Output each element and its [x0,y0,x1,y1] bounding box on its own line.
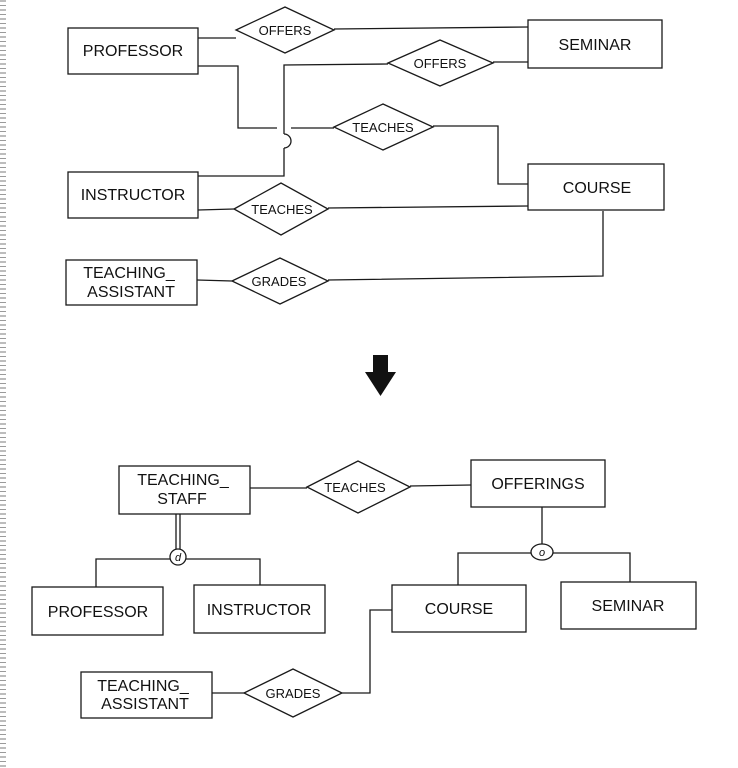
entity-label: INSTRUCTOR [207,602,312,619]
line-ta-grades [196,279,233,282]
relationship-teaches-1: TEACHES [332,103,435,151]
relationship-label: OFFERS [414,56,467,71]
line-instructor-offers2 [283,63,389,134]
line-grades-course [342,609,392,694]
relationship-grades: GRADES [242,668,344,718]
entity-seminar: SEMINAR [560,581,697,630]
entity-teaching-assistant: TEACHING_ ASSISTANT [65,259,198,306]
relationship-grades: GRADES [230,257,330,305]
line-teaches-offerings [409,484,472,487]
entity-teaching-assistant: TEACHING_ ASSISTANT [80,671,213,719]
relationship-teaches: TEACHES [305,460,412,514]
entity-label: PROFESSOR [83,43,183,60]
entity-label-line1: TEACHING_ [83,265,176,282]
relationship-teaches-2: TEACHES [232,182,330,236]
line-spec-course [457,552,533,585]
entity-offerings: OFFERINGS [470,459,606,508]
entity-label: SEMINAR [559,37,632,54]
entity-professor: PROFESSOR [31,586,164,636]
relationship-label: OFFERS [259,23,312,38]
overlap-marker: o [530,543,554,561]
entity-course: COURSE [527,163,665,211]
entity-instructor: INSTRUCTOR [193,584,326,634]
entity-label-line2: STAFF [157,491,207,508]
entity-label-line1: TEACHING_ [97,678,190,695]
line-spec-professor [95,558,170,587]
entity-course: COURSE [391,584,527,633]
entity-seminar: SEMINAR [527,19,663,69]
disjoint-marker: d [169,548,187,566]
relationship-offers-2: OFFERS [386,39,495,87]
line-professor-teaches-a [198,65,277,129]
top-connectors [196,26,604,282]
line-teaches2-course [327,205,529,209]
relationship-label: TEACHES [251,202,313,217]
entity-label: COURSE [425,601,493,618]
entity-label: PROFESSOR [48,604,148,621]
entity-label-line1: TEACHING_ [137,472,230,489]
relationship-offers-1: OFFERS [234,6,336,54]
down-arrow-icon [365,355,396,396]
entity-label: SEMINAR [592,598,665,615]
line-spec-seminar [551,552,631,582]
line-offers-seminar [333,26,529,30]
line-spec-instructor [186,558,261,585]
line-hop [283,133,292,149]
entity-label-line2: ASSISTANT [87,284,175,301]
entity-instructor: INSTRUCTOR [67,171,199,219]
marker-label: d [175,552,182,564]
line-instructor-teaches2 [197,208,235,211]
relationship-label: GRADES [252,274,307,289]
line-instructor-up [198,148,285,177]
bottom-connectors [95,484,631,694]
entity-label: INSTRUCTOR [81,187,186,204]
entity-teaching-staff: TEACHING_ STAFF [118,465,251,515]
top-diagram: PROFESSOR SEMINAR INSTRUCTOR COURSE TEAC… [65,6,665,306]
entity-label: COURSE [563,180,631,197]
scan-edge [0,0,6,768]
entity-professor: PROFESSOR [67,27,199,75]
marker-label: o [539,547,545,559]
line-teaches-course [433,125,528,185]
line-grades-course [327,211,604,281]
entity-label: OFFERINGS [491,476,584,493]
relationship-label: GRADES [266,686,321,701]
entity-label-line2: ASSISTANT [101,696,189,713]
relationship-label: TEACHES [324,480,386,495]
bottom-diagram: d o TEACHING_ STAFF OFFERINGS PROFESSOR … [31,459,697,719]
relationship-label: TEACHES [352,120,414,135]
